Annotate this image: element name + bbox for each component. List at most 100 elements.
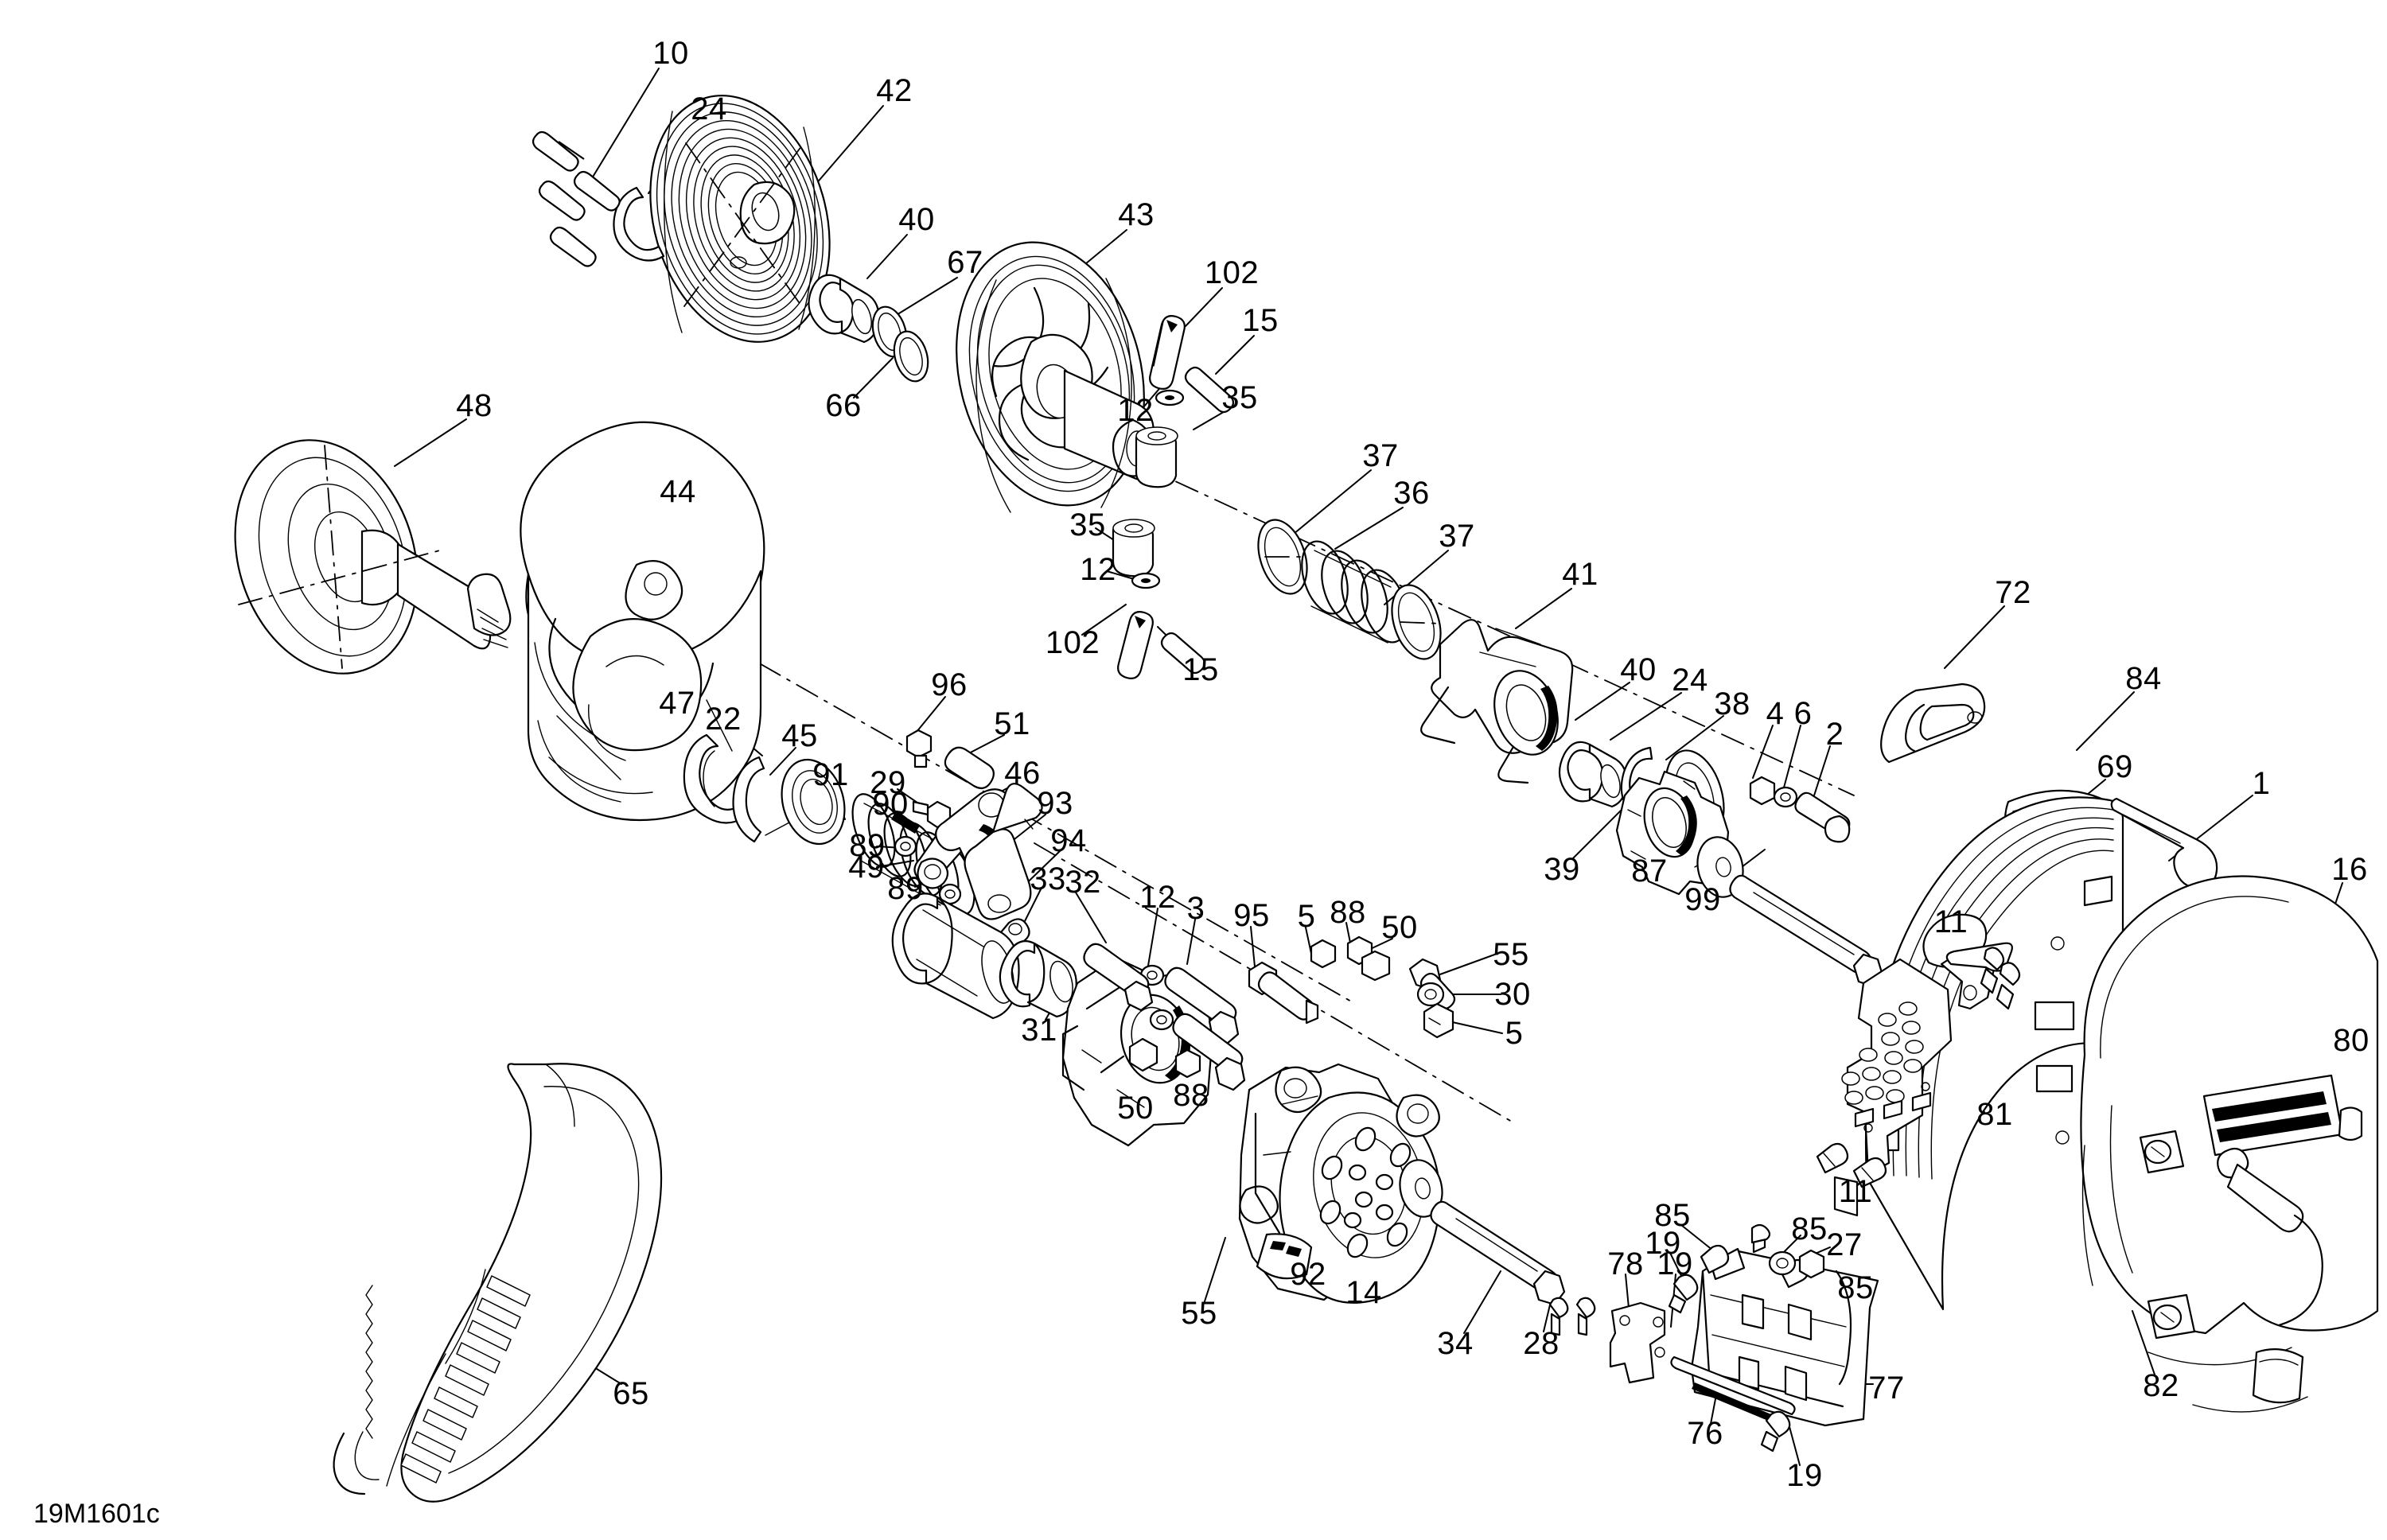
callout-12: 12	[1117, 393, 1154, 428]
part-37-spring-seat-left	[1257, 519, 1308, 595]
part-102-pin-upper	[1149, 315, 1186, 390]
callout-41: 41	[1562, 557, 1598, 592]
callout-19: 19	[1657, 1246, 1693, 1281]
part-10-screws	[532, 130, 621, 267]
part-6-washer	[1773, 786, 1798, 808]
callout-77: 77	[1868, 1371, 1905, 1406]
part-96-bolt	[905, 729, 933, 768]
callout-40: 40	[1620, 652, 1657, 687]
callout-12: 12	[1080, 552, 1116, 587]
callout-81: 81	[1976, 1097, 2013, 1132]
callout-95: 95	[1233, 898, 1270, 933]
part-32-bushing	[999, 940, 1077, 1018]
part-48-drive-pulley-fixed-sheave	[234, 439, 512, 675]
callout-38: 38	[1714, 686, 1750, 721]
part-44-movable-sheave-housing	[520, 421, 765, 822]
callout-1: 1	[2252, 766, 2271, 801]
callout-89: 89	[887, 871, 924, 906]
part-45-oil-seal	[781, 758, 846, 846]
callout-96: 96	[931, 667, 968, 702]
callout-45: 45	[781, 718, 818, 753]
callout-5: 5	[1297, 899, 1316, 934]
callout-16: 16	[2331, 852, 2368, 887]
callout-87: 87	[1631, 854, 1668, 889]
callout-85: 85	[1837, 1270, 1874, 1305]
callout-32: 32	[1065, 865, 1101, 900]
part-35-bushing-lower	[1112, 519, 1155, 578]
part-5-nut	[1423, 1002, 1454, 1039]
part-24-retaining-ring-upper	[613, 186, 665, 262]
part-65-drive-belt	[333, 1063, 663, 1503]
callout-34: 34	[1437, 1326, 1474, 1361]
callout-94: 94	[1050, 823, 1087, 858]
callout-42: 42	[876, 73, 913, 108]
part-1-retaining-clip	[2110, 797, 2218, 889]
callout-37: 37	[1362, 438, 1399, 473]
part-12-washer-upper	[1155, 389, 1185, 406]
part-51-pin	[944, 746, 995, 790]
callout-29: 29	[870, 765, 906, 800]
part-99-long-bolt	[1729, 874, 1884, 988]
callout-89: 89	[849, 828, 886, 863]
part-77-lower-belt-guard	[1690, 1247, 1879, 1427]
callout-37: 37	[1439, 519, 1475, 554]
callout-49: 49	[848, 850, 885, 885]
part-30-washer	[1416, 982, 1445, 1007]
part-41-cam-spider	[1420, 619, 1574, 784]
callout-88: 88	[1330, 895, 1366, 930]
part-22-circlip	[732, 756, 790, 843]
callout-24: 24	[691, 91, 727, 126]
callout-93: 93	[1037, 786, 1073, 821]
callout-6: 6	[1793, 696, 1813, 731]
part-76-wear-strip	[1670, 1355, 1796, 1421]
callout-69: 69	[2097, 749, 2133, 784]
callout-84: 84	[2125, 661, 2162, 696]
part-72-rubber-pad	[1880, 682, 1986, 764]
callout-85: 85	[1654, 1198, 1691, 1233]
callout-78: 78	[1607, 1246, 1644, 1281]
part-12-washer-lower	[1131, 572, 1161, 589]
part-49-spacer	[917, 858, 949, 889]
callout-55: 55	[1181, 1296, 1217, 1331]
callout-35: 35	[1069, 508, 1106, 542]
callout-80: 80	[2333, 1023, 2369, 1058]
part-27-washers	[1768, 1249, 1825, 1279]
part-36-compression-spring	[1301, 540, 1408, 644]
part-11-screws	[1816, 947, 2021, 1188]
part-80-outer-cvt-cover	[2080, 875, 2379, 1413]
part-28-screws	[1548, 1297, 1596, 1336]
callout-47: 47	[659, 686, 695, 721]
drawing-number: 19M1601c	[33, 1499, 160, 1529]
part-37-spring-seat-right	[1391, 584, 1443, 660]
callout-15: 15	[1242, 303, 1279, 338]
part-4-nut	[1749, 776, 1776, 806]
callout-22: 22	[705, 702, 742, 737]
callout-39: 39	[1544, 852, 1580, 887]
callout-27: 27	[1826, 1227, 1863, 1262]
hardware-cluster-center	[1083, 935, 1391, 1091]
callout-19: 19	[1786, 1458, 1823, 1493]
part-19-rivets	[1668, 1274, 1791, 1452]
callout-92: 92	[1290, 1257, 1326, 1292]
callout-4: 4	[1766, 696, 1785, 731]
part-66-o-ring	[893, 330, 929, 383]
callout-85: 85	[1791, 1211, 1828, 1246]
part-34-clutch-bolt	[1430, 1200, 1566, 1306]
callout-24: 24	[1672, 663, 1708, 698]
callout-43: 43	[1118, 197, 1155, 232]
callout-102: 102	[1204, 255, 1260, 290]
callout-28: 28	[1523, 1326, 1560, 1361]
callout-5: 5	[1505, 1016, 1524, 1051]
callout-90: 90	[872, 787, 909, 822]
callout-46: 46	[1004, 756, 1041, 791]
callout-67: 67	[947, 245, 983, 280]
callout-33: 33	[1030, 861, 1066, 896]
callout-35: 35	[1221, 380, 1258, 415]
callout-102: 102	[1045, 625, 1100, 660]
part-40-bushing-right	[1558, 741, 1628, 808]
part-102-pin-lower	[1117, 611, 1154, 679]
callout-88: 88	[1173, 1078, 1209, 1113]
part-15-roll-pin-lower	[1160, 632, 1206, 675]
